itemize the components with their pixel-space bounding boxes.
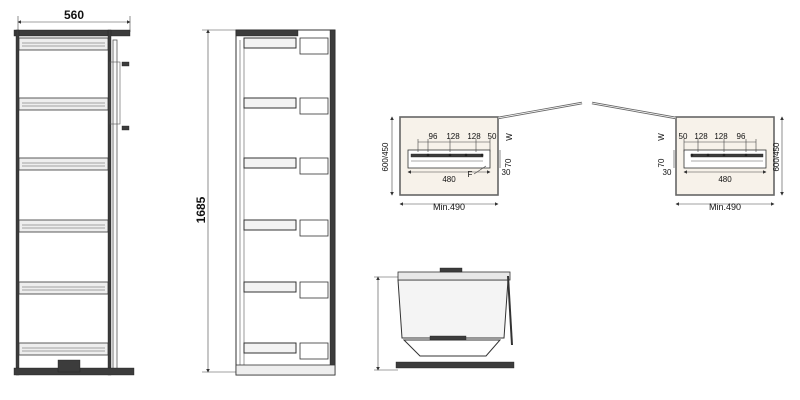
basket-frame (402, 339, 502, 357)
h30-label-left: 30 (502, 168, 511, 177)
side-shelf (243, 219, 329, 237)
basket-left (407, 149, 491, 169)
base-mechanism (57, 359, 81, 373)
front-shelf (18, 157, 109, 171)
h30-label-right: 30 (663, 168, 672, 177)
top-rail (13, 29, 131, 37)
depth-label-left: 600/450 (381, 142, 390, 171)
side-shelf (243, 342, 329, 360)
left-post (15, 29, 20, 376)
height-label: 1685 (194, 196, 208, 223)
front-shelf (18, 37, 109, 51)
basket-lid (397, 271, 511, 281)
spacing-label: 128 (446, 132, 460, 141)
min-width-label-left: Min.490 (433, 202, 465, 212)
side-shelf (243, 37, 329, 55)
spacing-label: 96 (429, 132, 438, 141)
side-shelf (243, 97, 329, 115)
spacing-label: 96 (737, 132, 746, 141)
width-label: 560 (64, 8, 84, 22)
w-label-left: W (505, 133, 514, 141)
side-frame (235, 29, 336, 376)
basket-detail-view (374, 267, 515, 371)
spacing-label: 128 (467, 132, 481, 141)
front-view: 560 (13, 8, 135, 376)
min-width-label-right: Min.490 (709, 202, 741, 212)
front-shelf (18, 281, 109, 295)
basket-right (683, 149, 767, 169)
spacing-label: 128 (694, 132, 708, 141)
side-view: 1685 (194, 29, 336, 376)
side-shelves (243, 37, 329, 360)
depth-label-right: 600/450 (772, 142, 781, 171)
spacing-label: 50 (488, 132, 497, 141)
front-shelves (18, 37, 109, 356)
side-base (235, 364, 336, 376)
h70-label-left: 70 (504, 158, 513, 167)
side-rail (112, 39, 118, 371)
side-shelf (243, 281, 329, 299)
width480-label-left: 480 (442, 175, 456, 184)
side-back-post (329, 29, 336, 376)
basket-rail (395, 361, 515, 369)
width480-label-right: 480 (718, 175, 732, 184)
plan-view-right: 600/450 50 128 128 96 W 70 480 30 Min.49… (591, 101, 784, 212)
spacing-label: 50 (679, 132, 688, 141)
spacing-label: 128 (714, 132, 728, 141)
side-top-rail (235, 29, 299, 37)
h70-label-right: 70 (657, 158, 666, 167)
front-shelf (18, 342, 109, 356)
front-shelf (18, 219, 109, 233)
side-shelf (243, 157, 329, 175)
plan-view-left: 600/450 96 128 128 50 W 70 480 F 30 Min.… (381, 101, 583, 212)
right-post (107, 29, 112, 376)
w-label-right: W (657, 133, 666, 141)
f-label: F (468, 170, 473, 179)
front-shelf (18, 97, 109, 111)
basket-body (397, 279, 509, 339)
